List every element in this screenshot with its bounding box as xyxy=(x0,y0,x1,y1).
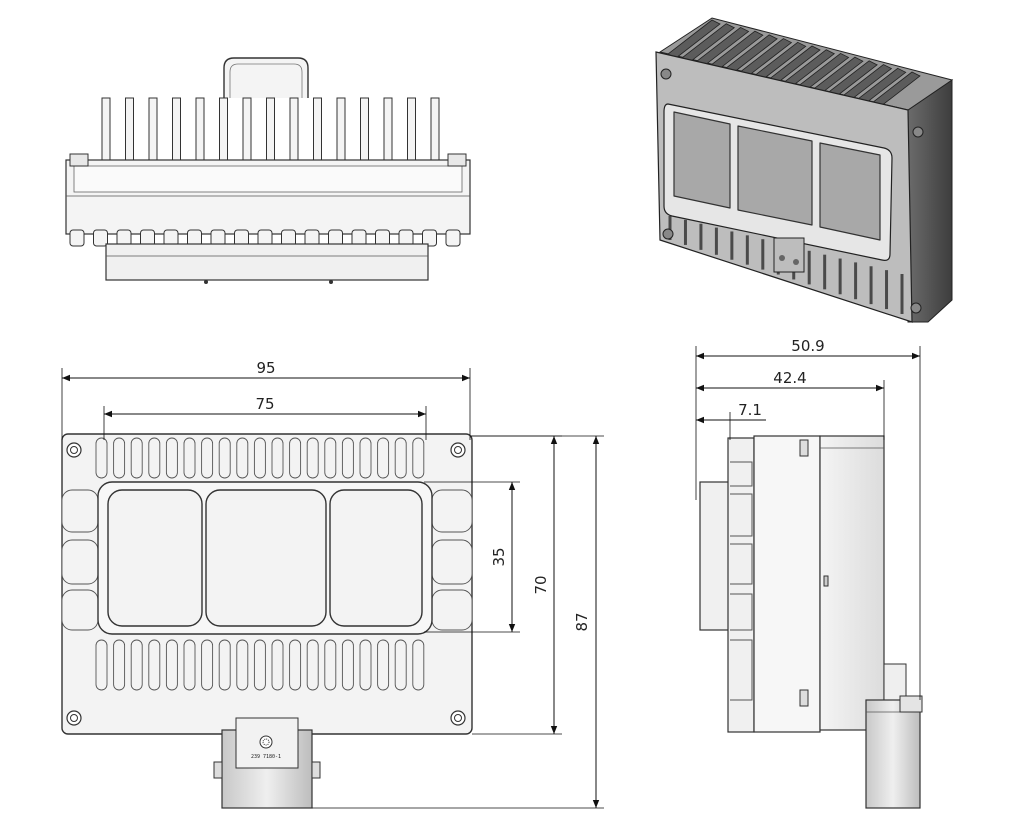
side-body xyxy=(753,435,821,733)
fin-slot xyxy=(130,639,143,691)
top-cooling-fins xyxy=(101,97,440,161)
fin-slot xyxy=(183,639,196,691)
fin xyxy=(360,97,369,161)
front-top-fins xyxy=(95,437,425,479)
fin-slot xyxy=(289,639,302,691)
fin-slot xyxy=(113,639,126,691)
fin-slot xyxy=(218,639,231,691)
dimension-lines xyxy=(61,346,921,809)
front-pad-center xyxy=(205,489,327,627)
fin-slot xyxy=(377,437,390,479)
fin-slot xyxy=(165,437,178,479)
front-side-fins xyxy=(61,489,473,631)
fin xyxy=(125,97,134,161)
fin-slot xyxy=(236,437,249,479)
front-bottom-fins xyxy=(95,639,425,691)
fin-slot xyxy=(271,437,284,479)
fin xyxy=(383,97,393,161)
side-heatsink xyxy=(819,435,885,731)
mount-hole xyxy=(66,442,82,458)
fin-slot xyxy=(359,639,372,691)
fin-slot xyxy=(201,437,214,479)
fin-slot xyxy=(148,437,161,479)
fin-slot xyxy=(341,639,354,691)
fin xyxy=(101,97,111,161)
fin-slot xyxy=(165,639,178,691)
fin-slot xyxy=(95,437,108,479)
dim-pad-height: 35 xyxy=(490,547,508,566)
fin xyxy=(289,97,299,161)
fin-slot xyxy=(253,639,266,691)
fin xyxy=(430,97,440,161)
fin-slot xyxy=(412,437,425,479)
front-pad-right xyxy=(329,489,423,627)
connector-logo-icon xyxy=(259,735,273,749)
dim-total-height: 87 xyxy=(573,612,591,631)
fin xyxy=(172,97,181,161)
fin xyxy=(407,97,416,161)
fin-slot xyxy=(253,437,266,479)
fin-slot xyxy=(95,639,108,691)
front-view: 239 7180-1 xyxy=(61,433,473,809)
fin-slot xyxy=(289,437,302,479)
fin-slot xyxy=(113,437,126,479)
fin xyxy=(195,97,205,161)
fin-tooth xyxy=(93,229,108,247)
mount-hole xyxy=(66,710,82,726)
part-number-label: 239 7180-1 xyxy=(251,754,281,760)
fin xyxy=(242,97,252,161)
dim-side-total-depth: 50.9 xyxy=(791,337,824,355)
fin-slot xyxy=(236,639,249,691)
dim-front-inner-width: 75 xyxy=(255,395,274,413)
fin-slot xyxy=(201,639,214,691)
fin xyxy=(148,97,158,161)
fin-slot xyxy=(394,437,407,479)
front-pad-left xyxy=(107,489,203,627)
fin xyxy=(336,97,346,161)
fin xyxy=(219,97,228,161)
fin-slot xyxy=(271,639,284,691)
fin-slot xyxy=(306,437,319,479)
fin xyxy=(266,97,275,161)
side-connector xyxy=(865,699,921,809)
iso-pad-center xyxy=(737,125,813,226)
fin-slot xyxy=(377,639,390,691)
fin-slot xyxy=(130,437,143,479)
iso-cooling-fins xyxy=(667,19,921,111)
dim-front-width: 95 xyxy=(256,359,275,377)
fin-tooth xyxy=(445,229,461,247)
dimension-labels: 95 75 35 70 87 50.9 42.4 7.1 xyxy=(255,337,824,632)
fin-tooth xyxy=(69,229,85,247)
fin-tooth xyxy=(422,229,437,247)
side-view xyxy=(699,435,923,809)
top-view xyxy=(65,57,471,284)
iso-pad-right xyxy=(819,142,881,241)
fin-slot xyxy=(394,639,407,691)
fin-slot xyxy=(218,437,231,479)
iso-right-face xyxy=(907,79,953,323)
dim-body-height: 70 xyxy=(532,575,550,594)
mount-hole xyxy=(450,442,466,458)
mount-hole xyxy=(450,710,466,726)
fin-slot xyxy=(359,437,372,479)
fin-slot xyxy=(324,639,337,691)
dim-side-connector-depth: 7.1 xyxy=(738,401,762,419)
fin-slot xyxy=(183,437,196,479)
dim-side-body-depth: 42.4 xyxy=(773,369,806,387)
connector-latch xyxy=(223,57,309,98)
fin-slot xyxy=(324,437,337,479)
fin-slot xyxy=(412,639,425,691)
isometric-view xyxy=(655,17,954,323)
side-fin-steps xyxy=(730,461,753,701)
fin-slot xyxy=(341,437,354,479)
iso-pad-left xyxy=(673,111,731,209)
fin-slot xyxy=(306,639,319,691)
fin xyxy=(313,97,322,161)
top-connector xyxy=(105,243,429,281)
fin-slot xyxy=(148,639,161,691)
